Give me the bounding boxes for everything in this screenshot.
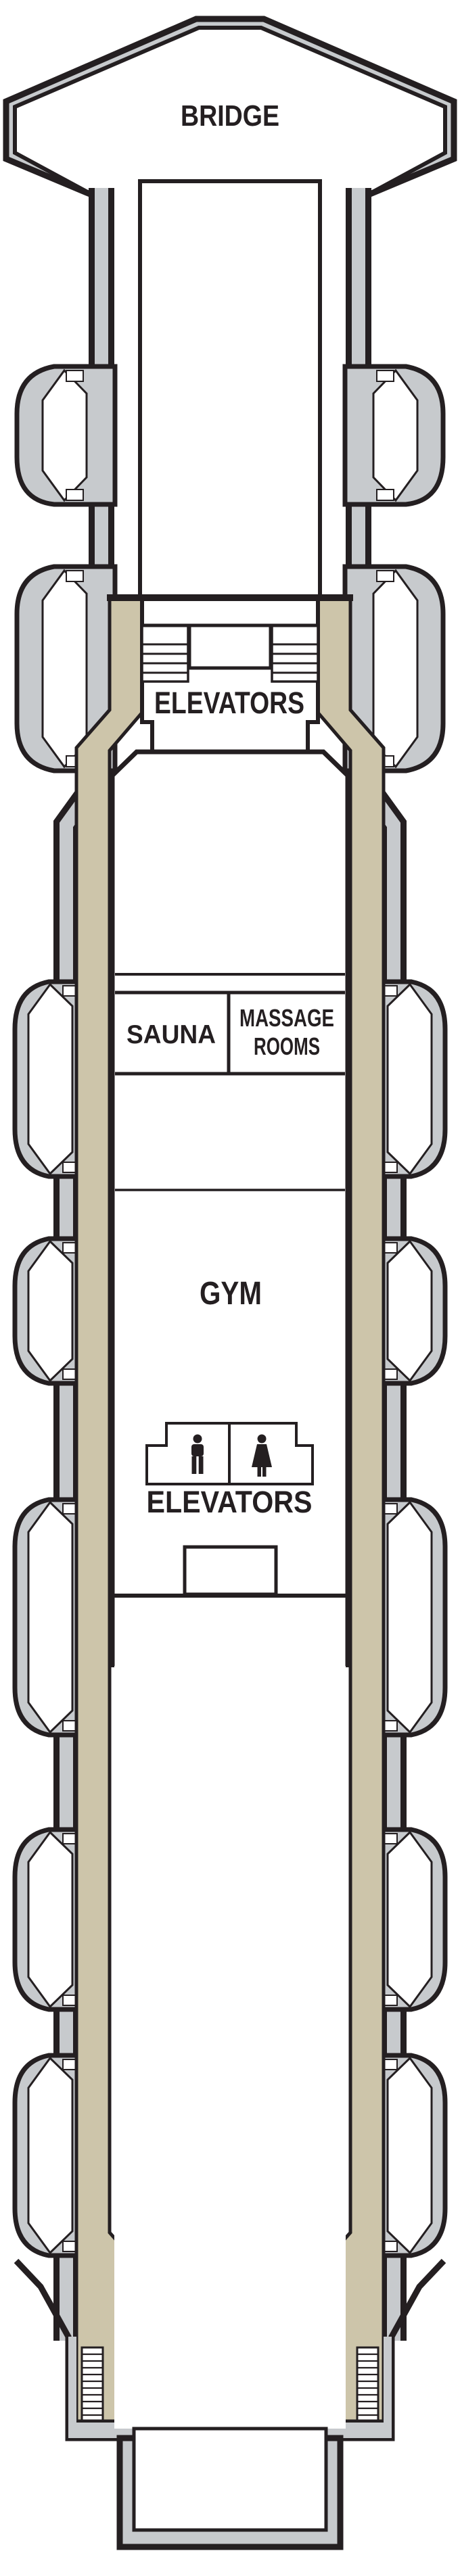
aft-elevators-label: ELEVATORS [147, 1485, 313, 1519]
aft-elevator-bank [183, 1545, 278, 1596]
deckhouse-walls [110, 749, 350, 1667]
elevator-bank [187, 623, 273, 670]
bridge-label: BRIDGE [181, 99, 279, 133]
sauna-label: SAUNA [127, 1020, 216, 1049]
bow-inner-edge [13, 26, 447, 199]
man-icon [191, 1434, 204, 1474]
bridge-room [138, 179, 322, 600]
restrooms [145, 1422, 314, 1485]
aft-open-deck [114, 1666, 346, 2429]
forward-elevators-label: ELEVATORS [154, 686, 304, 720]
bow-outer-edge [3, 16, 457, 199]
bow [3, 16, 457, 199]
gym-label: GYM [200, 1276, 262, 1312]
womens-restroom [228, 1422, 314, 1485]
massage-rooms-label-line1: MASSAGE [239, 1004, 334, 1032]
gym-room: GYM [115, 1189, 345, 1312]
spa-rooms: SAUNA MASSAGE ROOMS [115, 973, 345, 1076]
forward-elevator-lobby: ELEVATORS [142, 623, 318, 720]
bow-deck [15, 28, 445, 197]
woman-icon [252, 1434, 272, 1477]
deckhouse-fill [112, 752, 348, 1667]
stern-block [116, 2427, 344, 2550]
massage-rooms-label-line2: ROOMS [254, 1032, 320, 1060]
